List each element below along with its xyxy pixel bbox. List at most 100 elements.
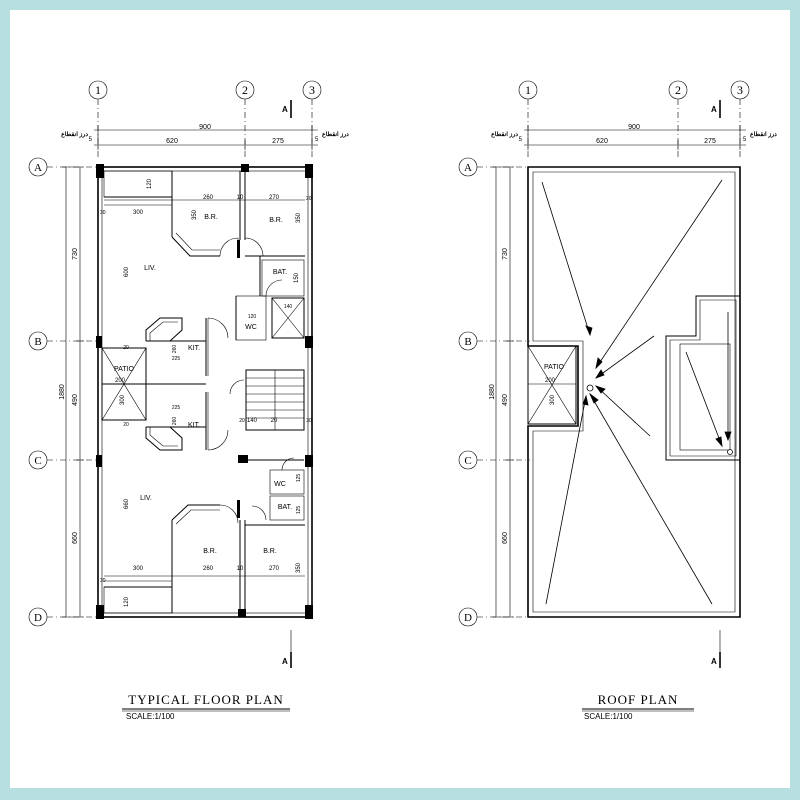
roof-row-grid-c: C bbox=[458, 450, 530, 470]
roof-section-marker-top: A bbox=[711, 100, 721, 118]
svg-text:A: A bbox=[34, 162, 42, 174]
floor-plan-title-block: TYPICAL FLOOR PLAN SCALE:1/100 bbox=[122, 692, 290, 721]
architectural-drawing: 1 2 3 A 900 620 275 5 5 bbox=[28, 80, 777, 721]
drawing-sheet: 1 2 3 A 900 620 275 5 5 bbox=[10, 10, 790, 788]
svg-text:300: 300 bbox=[120, 394, 126, 405]
patio: PATIO 200 300 20 20 bbox=[101, 345, 206, 428]
svg-text:KIT.: KIT. bbox=[188, 345, 200, 352]
svg-text:C: C bbox=[464, 455, 471, 467]
drainage-arrows bbox=[541, 179, 733, 605]
floor-plan-scale: SCALE:1/100 bbox=[126, 712, 175, 721]
svg-text:275: 275 bbox=[704, 138, 716, 145]
svg-text:620: 620 bbox=[166, 138, 178, 145]
svg-text:A: A bbox=[282, 657, 288, 666]
svg-text:125: 125 bbox=[296, 506, 302, 515]
svg-text:225: 225 bbox=[172, 405, 181, 411]
svg-text:5: 5 bbox=[315, 137, 319, 143]
upper-kitchen: KIT. 260 225 bbox=[145, 317, 229, 376]
svg-text:B: B bbox=[464, 336, 471, 348]
svg-text:150: 150 bbox=[294, 272, 300, 283]
svg-text:260: 260 bbox=[172, 345, 178, 354]
left-dimension: 1880 730 490 660 bbox=[59, 166, 84, 618]
svg-text:1: 1 bbox=[525, 83, 531, 97]
svg-text:C: C bbox=[34, 455, 41, 467]
svg-text:120: 120 bbox=[124, 596, 130, 607]
svg-text:490: 490 bbox=[72, 394, 79, 406]
svg-text:260: 260 bbox=[172, 417, 178, 426]
upper-bedrooms: B.R. B.R. 260 10 270 300 350 350 30 20 bbox=[100, 171, 312, 296]
lower-living: LIV. 660 bbox=[124, 495, 152, 509]
svg-text:200: 200 bbox=[545, 378, 556, 384]
row-grid-c: C bbox=[28, 450, 100, 470]
roof-arabic-note-right: درز انقطاع bbox=[750, 131, 777, 138]
svg-text:490: 490 bbox=[502, 394, 509, 406]
svg-text:30: 30 bbox=[306, 418, 312, 424]
svg-text:900: 900 bbox=[628, 124, 640, 131]
svg-text:200: 200 bbox=[115, 378, 126, 384]
svg-text:D: D bbox=[464, 612, 472, 624]
svg-text:350: 350 bbox=[296, 562, 302, 573]
svg-text:620: 620 bbox=[596, 138, 608, 145]
svg-text:270: 270 bbox=[269, 566, 280, 572]
svg-text:20: 20 bbox=[123, 345, 129, 351]
svg-text:5: 5 bbox=[519, 137, 523, 143]
svg-text:300: 300 bbox=[133, 210, 144, 216]
arabic-note-right: درز انقطاع bbox=[322, 131, 349, 138]
roof-section-marker-bottom: A bbox=[711, 630, 721, 668]
svg-text:A: A bbox=[282, 105, 288, 114]
svg-text:1: 1 bbox=[95, 83, 101, 97]
svg-text:20: 20 bbox=[271, 418, 278, 424]
svg-text:B.R.: B.R. bbox=[203, 548, 217, 555]
lower-wet-core: WC 125 BAT. 125 bbox=[237, 457, 305, 521]
svg-text:30: 30 bbox=[100, 210, 106, 216]
roof-patio: PATIO 200 300 bbox=[527, 345, 577, 425]
lower-balcony: 120 bbox=[103, 586, 173, 614]
svg-text:A: A bbox=[711, 105, 717, 114]
svg-text:900: 900 bbox=[199, 124, 211, 131]
roof-top-dimension: 900 620 275 5 5 درز انقطاع درز انقطاع bbox=[491, 124, 777, 150]
roof-plan-scale: SCALE:1/100 bbox=[584, 712, 633, 721]
svg-text:BAT.: BAT. bbox=[273, 269, 287, 276]
roof-stair-block bbox=[665, 295, 741, 461]
svg-text:PATIO: PATIO bbox=[114, 366, 135, 373]
svg-text:120: 120 bbox=[147, 178, 153, 189]
svg-text:20: 20 bbox=[306, 196, 312, 202]
svg-text:140: 140 bbox=[284, 304, 293, 310]
svg-text:1880: 1880 bbox=[59, 384, 66, 400]
upper-balcony: 120 bbox=[103, 170, 173, 198]
svg-text:600: 600 bbox=[124, 266, 130, 277]
svg-text:300: 300 bbox=[133, 566, 144, 572]
svg-text:PATIO: PATIO bbox=[544, 364, 565, 371]
svg-text:125: 125 bbox=[296, 474, 302, 483]
section-marker-top: A bbox=[282, 100, 292, 118]
roof-left-dimension: 1880 730 490 660 bbox=[489, 166, 514, 618]
typical-floor-plan: 1 2 3 A 900 620 275 5 5 bbox=[28, 80, 349, 721]
svg-text:10: 10 bbox=[237, 566, 244, 572]
svg-text:5: 5 bbox=[89, 137, 93, 143]
svg-text:660: 660 bbox=[124, 498, 130, 509]
svg-text:275: 275 bbox=[272, 138, 284, 145]
svg-text:A: A bbox=[711, 657, 717, 666]
svg-text:A: A bbox=[464, 162, 472, 174]
upper-wet-core: BAT. 150 WC 120 140 bbox=[235, 259, 305, 341]
svg-text:WC: WC bbox=[274, 481, 286, 488]
svg-text:1880: 1880 bbox=[489, 384, 496, 400]
svg-text:730: 730 bbox=[72, 248, 79, 260]
svg-text:2: 2 bbox=[675, 83, 681, 97]
svg-text:D: D bbox=[34, 612, 42, 624]
roof-arabic-note-left: درز انقطاع bbox=[491, 131, 518, 138]
column-grid-2: 2 bbox=[235, 80, 255, 160]
structural-columns bbox=[96, 164, 313, 619]
svg-text:660: 660 bbox=[502, 532, 509, 544]
upper-living: LIV. 600 bbox=[124, 265, 156, 277]
svg-text:120: 120 bbox=[248, 314, 257, 320]
roof-plan-title: ROOF PLAN bbox=[598, 692, 679, 707]
svg-text:KIT.: KIT. bbox=[188, 422, 200, 429]
svg-text:5: 5 bbox=[743, 137, 747, 143]
svg-text:300: 300 bbox=[550, 394, 556, 405]
svg-text:140: 140 bbox=[247, 418, 258, 424]
roof-row-grid-b: B bbox=[458, 331, 530, 351]
svg-text:LIV.: LIV. bbox=[144, 265, 156, 272]
roof-outline bbox=[527, 166, 741, 618]
svg-text:LIV.: LIV. bbox=[140, 495, 152, 502]
